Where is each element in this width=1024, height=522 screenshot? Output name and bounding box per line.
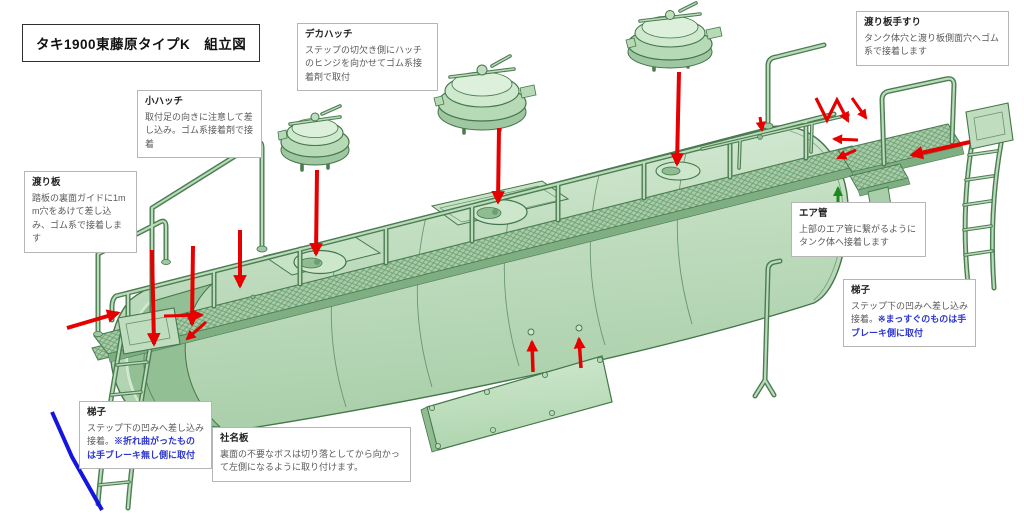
note-box-ladder-right: 梯子 ステップ下の凹みへ差し込み接着。※まっすぐのものは手ブレーキ側に取付 [843, 279, 976, 348]
note-body-text: ステップ下の凹みへ差し込み接着。 [87, 422, 205, 447]
title-box: タキ1900東藤原タイプK 組立図 [22, 24, 261, 62]
arrow-small-hatch [309, 169, 323, 257]
tank-bosses [250, 134, 763, 336]
red-arrows [66, 71, 971, 373]
note-title: 社名板 [220, 433, 249, 444]
note-title: 梯子 [87, 407, 107, 418]
blue-guide-line [50, 411, 104, 511]
note-title: エア管 [799, 208, 828, 219]
note-title: デカハッチ [305, 29, 353, 40]
note-box-air-pipe: エア管 上部のエア管に繋がるようにタンク体へ接着します [791, 202, 926, 257]
arrow-rail-hole [755, 116, 766, 133]
arrow-boss2 [573, 336, 586, 369]
note-box-ladder-left: 梯子 ステップ下の凹みへ差し込み接着。※折れ曲がったものは手ブレーキ無し側に取付 [79, 401, 212, 470]
small-hatch-part [277, 104, 350, 172]
note-body: 取付足の向きに注意して差し込み。ゴム系接着剤で接着 [145, 111, 254, 149]
tank-body [110, 125, 849, 432]
arrow-platform2 [831, 134, 859, 145]
arrow-platform3 [836, 148, 857, 160]
arrow-platform1 [850, 97, 868, 120]
air-pipe-part [752, 258, 783, 399]
note-highlight: ※折れ曲がったものは手ブレーキ無し側に取付 [87, 436, 196, 460]
arrow-right-ladder [909, 140, 971, 160]
arrow-large-hatch-center [491, 127, 505, 205]
note-body-text: ステップ下の凹みへ差し込み接着。 [851, 300, 969, 325]
note-body: ステップの切欠き側にハッチのヒンジを向かせてゴム系接着剤で取付 [305, 44, 423, 82]
arrow-boss1 [526, 339, 539, 373]
arrow-step-down [185, 320, 208, 341]
note-box-name-plate: 社名板 裏面の不要なボスは切り落としてから向かって左側になるように取り付けます。 [212, 427, 411, 482]
note-title: 渡り板 [32, 177, 61, 188]
note-body: 裏面の不要なボスは切り落としてから向かって左側になるように取り付けます。 [220, 448, 400, 473]
ladder-right [962, 102, 1014, 291]
arrow-large-hatch-right [670, 71, 685, 167]
note-box-crossing-board-rail: 渡り板手すり タンク体穴と渡り板側面穴へゴム系で接着します [856, 11, 1009, 66]
note-body: タンク体穴と渡り板側面穴へゴム系で接着します [864, 32, 1000, 57]
note-title: 小ハッチ [145, 96, 184, 107]
arrow-step-right [163, 310, 205, 321]
note-body: ステップ下の凹みへ差し込み接着。※折れ曲がったものは手ブレーキ無し側に取付 [87, 422, 204, 463]
note-body: 踏板の裏面ガイドに1mm穴をあけて差し込み、ゴム系で接着します [32, 192, 126, 244]
note-body: ステップ下の凹みへ差し込み接着。※まっすぐのものは手ブレーキ側に取付 [851, 300, 968, 341]
note-title: 渡り板手すり [864, 17, 922, 28]
note-body: 上部のエア管に繋がるようにタンク体へ接着します [799, 223, 917, 248]
name-plate-part [420, 355, 613, 453]
large-hatch-part-center [433, 54, 537, 135]
arrow-zigzag [814, 96, 850, 124]
page-title: タキ1900東藤原タイプK 組立図 [36, 37, 247, 52]
note-title: 梯子 [851, 285, 871, 296]
arrow-left-ladder [66, 309, 121, 330]
right-crossing-board [837, 123, 965, 218]
arrow-walkway-left1 [146, 249, 161, 347]
arrow-walkway-left2 [185, 245, 199, 327]
note-box-small-hatch: 小ハッチ 取付足の向きに注意して差し込み。ゴム系接着剤で接着 [137, 90, 262, 159]
note-highlight: ※まっすぐのものは手ブレーキ側に取付 [851, 314, 967, 338]
large-hatch-part-right [625, 1, 723, 72]
note-box-large-hatch: デカハッチ ステップの切欠き側にハッチのヒンジを向かせてゴム系接着剤で取付 [297, 23, 438, 92]
note-box-crossing-board: 渡り板 踏板の裏面ガイドに1mm穴をあけて差し込み、ゴム系で接着します [24, 171, 137, 253]
railing [109, 111, 850, 330]
